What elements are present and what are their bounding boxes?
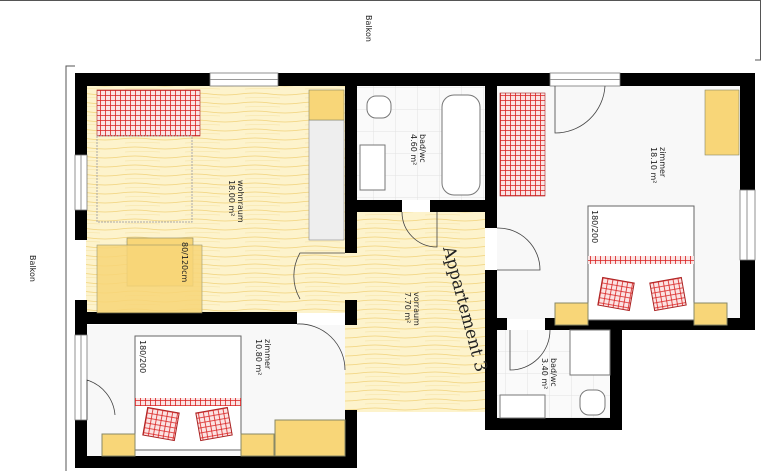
shower (569, 329, 611, 376)
balcony-left-label: Balkon (28, 255, 37, 282)
vorraum-area: 7.70 m² (403, 292, 412, 323)
zimmer1-name: zimmer (658, 147, 667, 178)
sideboard (96, 244, 203, 314)
wardrobe (308, 89, 345, 121)
furniture (96, 89, 740, 457)
sink-1 (359, 144, 386, 191)
kitchen-counter (308, 119, 345, 241)
sink-2 (499, 394, 546, 419)
windows (74, 72, 756, 421)
vorraum-name: vorraum (412, 292, 421, 326)
wardrobe-2 (704, 89, 740, 156)
nightstand (101, 433, 136, 457)
sofa (96, 89, 201, 137)
doors (86, 85, 606, 420)
balcony-top-label: Balkon (364, 15, 373, 42)
toilet-1 (366, 95, 392, 119)
rug (96, 135, 193, 223)
wardrobe-3 (274, 419, 346, 457)
bad2-name: bad/wc (549, 358, 558, 387)
zimmer2-area: 10.80 m² (254, 339, 263, 375)
bad2-area: 3.40 m² (540, 358, 549, 389)
wohnraum-area: 18.00 m² (227, 180, 236, 216)
sofa-2 (499, 92, 546, 197)
table-size: 80/120cm (180, 242, 189, 283)
nightstand (693, 302, 728, 326)
zimmer1-area: 18.10 m² (649, 147, 658, 183)
bed2-size: 180/200 (138, 340, 147, 373)
nightstand (240, 433, 275, 457)
walls (75, 73, 755, 468)
bad1-area: 4.60 m² (409, 134, 418, 165)
toilet-2 (579, 389, 606, 416)
wohnraum-name: wohnraum (236, 180, 245, 223)
bathtub (441, 94, 481, 196)
bad1-name: bad/wc (418, 134, 427, 163)
zimmer2-name: zimmer (263, 339, 272, 370)
vorraum-floor (345, 212, 485, 412)
bed1-size: 180/200 (590, 210, 599, 243)
nightstand (554, 302, 589, 326)
